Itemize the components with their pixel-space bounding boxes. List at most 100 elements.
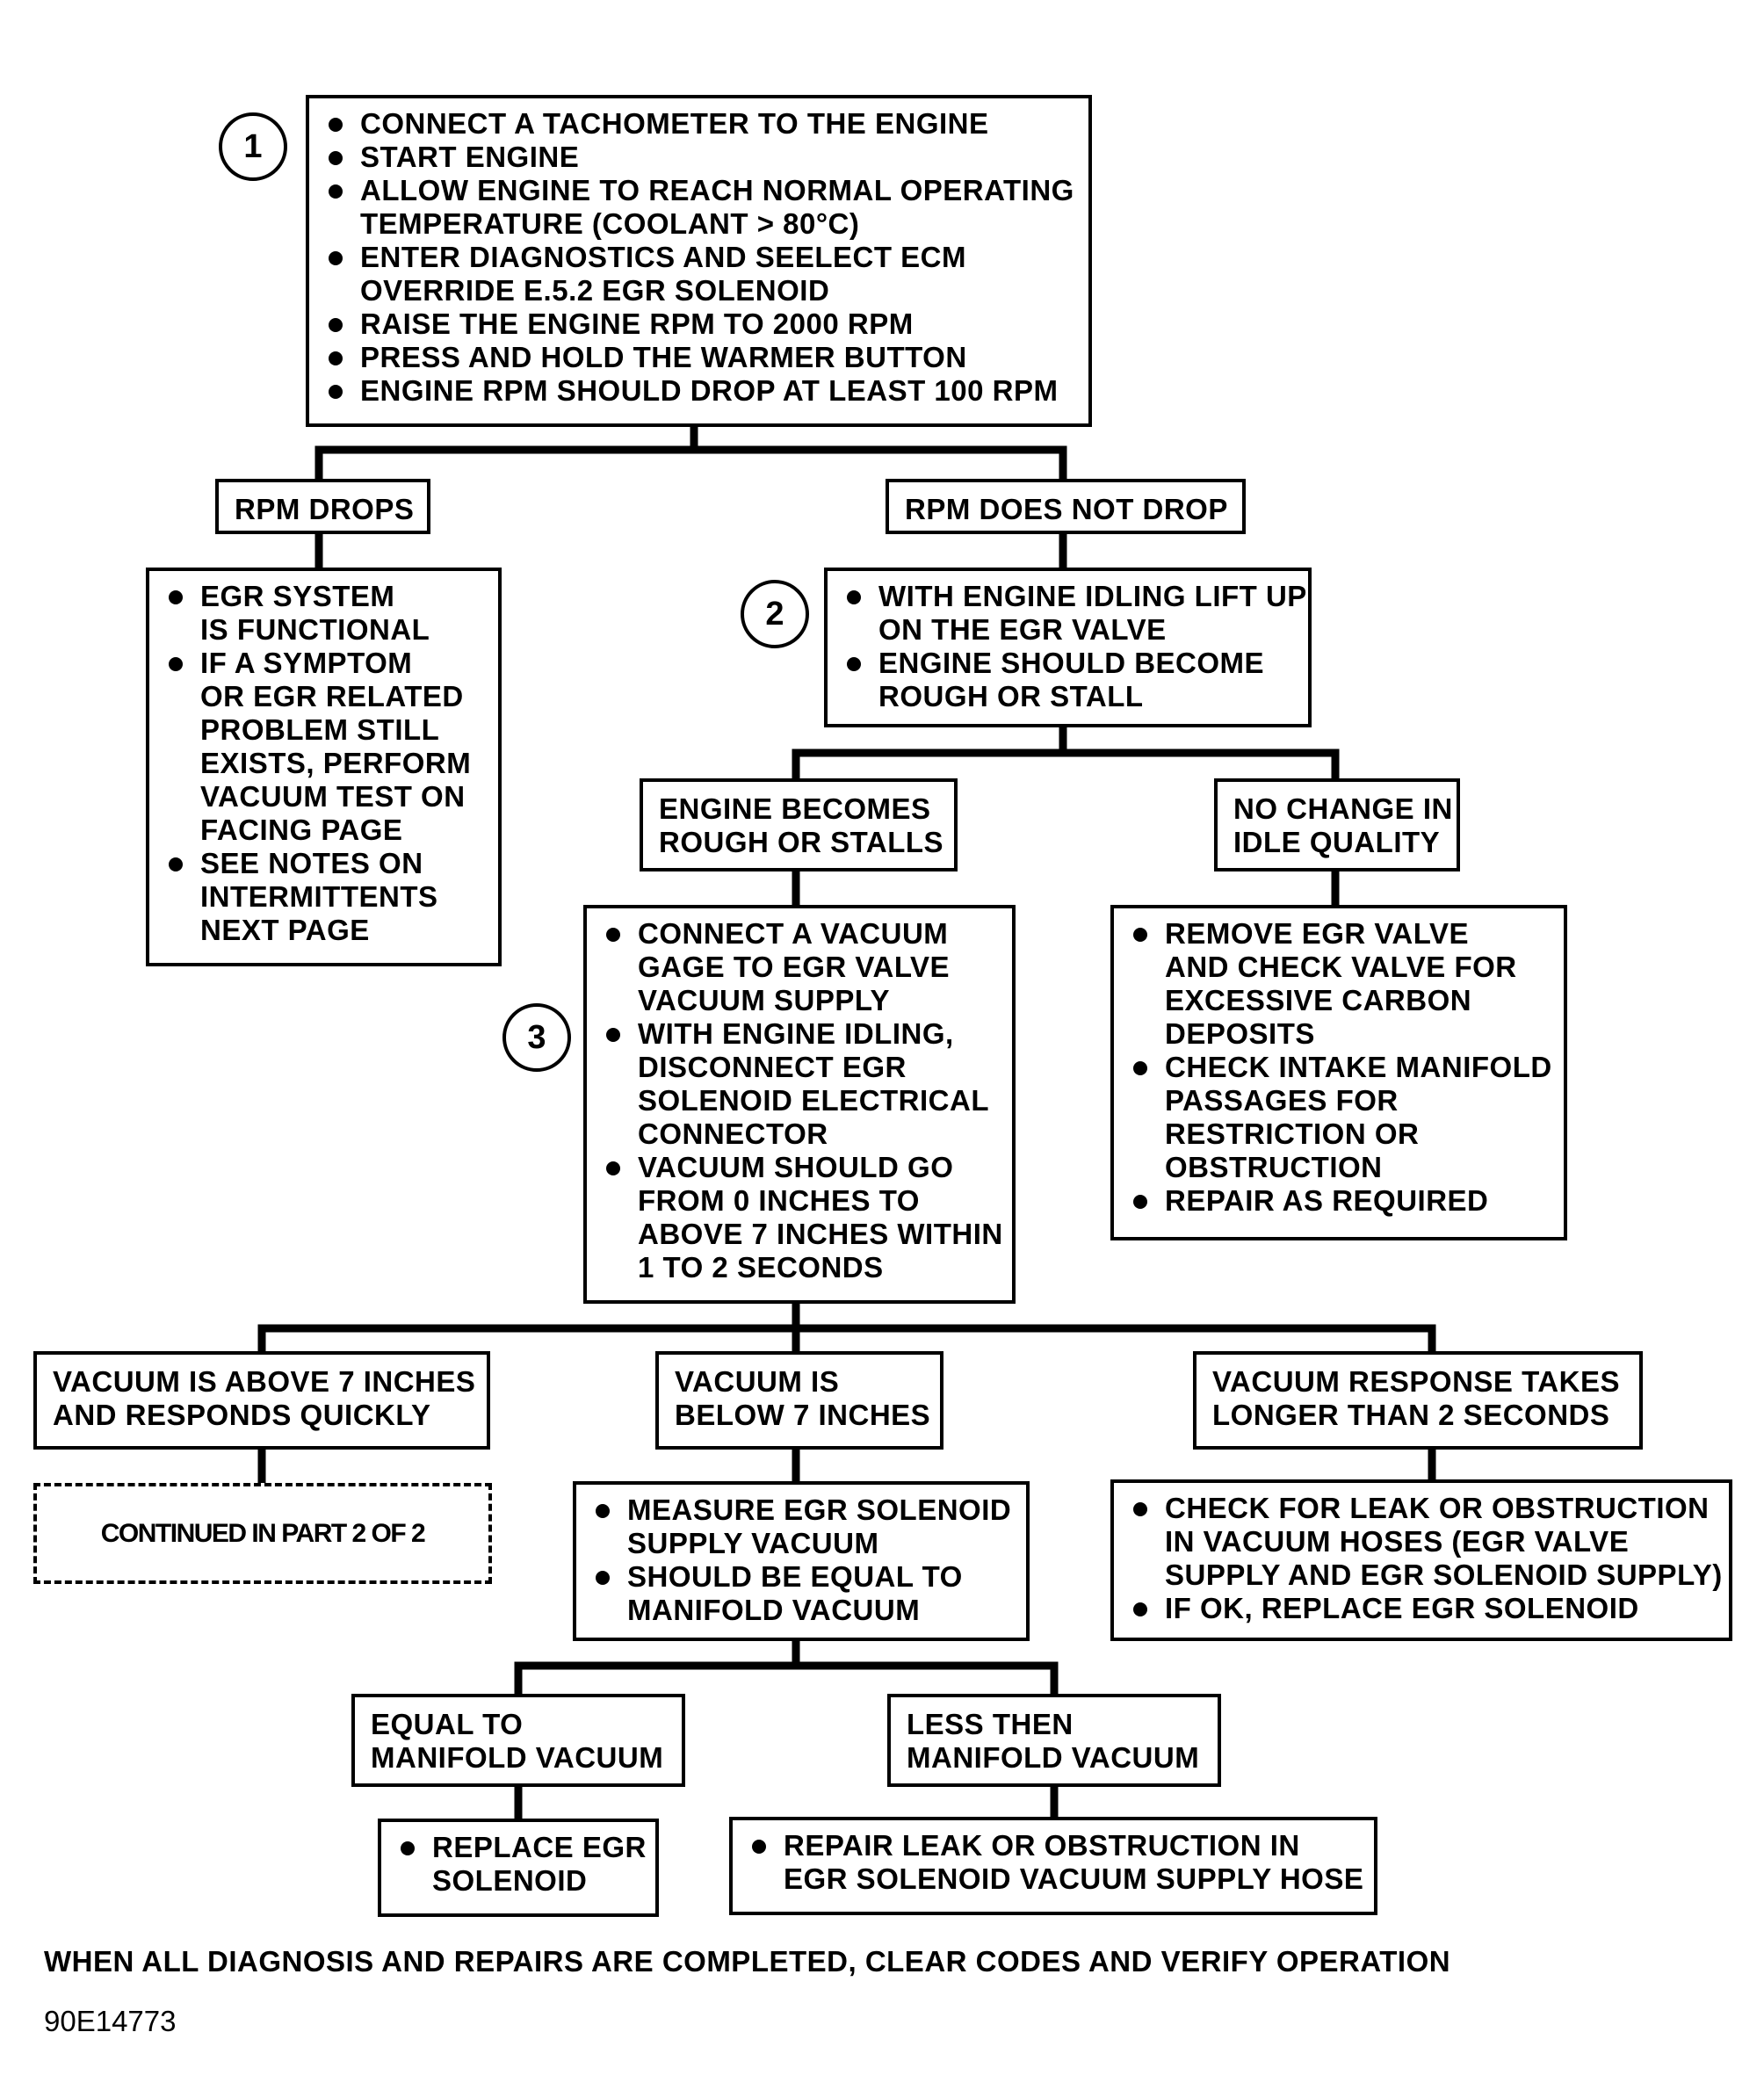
bullet-line: IF A SYMPTOM bbox=[200, 647, 413, 679]
bullet-line: SUPPLY AND EGR SOLENOID SUPPLY) bbox=[1165, 1558, 1723, 1591]
bullet-line: FROM 0 INCHES TO bbox=[638, 1184, 920, 1217]
box-label-line: VACUUM IS ABOVE 7 INCHES bbox=[53, 1365, 476, 1398]
bullet-line: GAGE TO EGR VALVE bbox=[638, 951, 951, 983]
bullet-line: RAISE THE ENGINE RPM TO 2000 RPM bbox=[360, 307, 914, 340]
bullet-item: ENGINE RPM SHOULD DROP AT LEAST 100 RPM bbox=[323, 374, 1080, 408]
bullet-line: CHECK INTAKE MANIFOLD bbox=[1165, 1051, 1552, 1083]
bullet-line: EXCESSIVE CARBON bbox=[1165, 984, 1472, 1016]
bullet-line: OR EGR RELATED bbox=[200, 680, 464, 712]
figure-code: 90E14773 bbox=[44, 2005, 177, 2037]
bullet-line: EGR SYSTEM bbox=[200, 580, 395, 612]
bullet-line: SOLENOID bbox=[432, 1864, 588, 1897]
bullet-line: DEPOSITS bbox=[1165, 1017, 1315, 1050]
rpm-not-drop-box: RPM DOES NOT DROP bbox=[886, 479, 1246, 534]
bullet-line: 1 TO 2 SECONDS bbox=[638, 1251, 884, 1284]
bullet-line: PASSAGES FOR bbox=[1165, 1084, 1399, 1117]
step-1-marker: 1 bbox=[219, 112, 287, 181]
bullet-line: ENTER DIAGNOSTICS AND SEELECT ECM bbox=[360, 241, 966, 273]
bullet-line: REMOVE EGR VALVE bbox=[1165, 917, 1469, 950]
bullet-line: CONNECT A TACHOMETER TO THE ENGINE bbox=[360, 107, 989, 140]
bullet-line: ENGINE SHOULD BECOME bbox=[878, 647, 1265, 679]
rpm-drops-box: RPM DROPS bbox=[215, 479, 430, 534]
bullet-item: START ENGINE bbox=[323, 141, 1080, 174]
bullet-line: OVERRIDE E.5.2 EGR SOLENOID bbox=[360, 274, 830, 307]
bullet-item: REPAIR AS REQUIRED bbox=[1128, 1184, 1555, 1218]
bullet-line: RESTRICTION OR bbox=[1165, 1117, 1420, 1150]
bullet-line: INTERMITTENTS bbox=[200, 880, 438, 913]
bullet-line: WITH ENGINE IDLING LIFT UP bbox=[878, 580, 1307, 612]
bullet-line: START ENGINE bbox=[360, 141, 580, 173]
bullet-line: VACUUM SUPPLY bbox=[638, 984, 891, 1016]
bullet-line: ABOVE 7 INCHES WITHIN bbox=[638, 1218, 1003, 1250]
bullet-item: PRESS AND HOLD THE WARMER BUTTON bbox=[323, 341, 1080, 374]
bullet-line: CHECK FOR LEAK OR OBSTRUCTION bbox=[1165, 1492, 1710, 1524]
bullet-line: OBSTRUCTION bbox=[1165, 1151, 1383, 1183]
bullet-line: REPAIR LEAK OR OBSTRUCTION IN bbox=[784, 1829, 1300, 1862]
box-label-line: RPM DROPS bbox=[235, 493, 415, 525]
bullet-line: TEMPERATURE (COOLANT > 80°C) bbox=[360, 207, 860, 240]
bullet-line: IF OK, REPLACE EGR SOLENOID bbox=[1165, 1592, 1639, 1624]
bullet-line: SOLENOID ELECTRICAL bbox=[638, 1084, 990, 1117]
bullet-item: CONNECT A TACHOMETER TO THE ENGINE bbox=[323, 107, 1080, 141]
bullet-line: DISCONNECT EGR bbox=[638, 1051, 907, 1083]
box-label-line: NO CHANGE IN bbox=[1233, 792, 1453, 825]
bullet-line: ON THE EGR VALVE bbox=[878, 613, 1167, 646]
step-2-marker: 2 bbox=[741, 580, 809, 648]
bullet-line: IN VACUUM HOSES (EGR VALVE bbox=[1165, 1525, 1630, 1558]
bullet-line: SUPPLY VACUUM bbox=[627, 1527, 879, 1559]
bullet-line: VACUUM TEST ON bbox=[200, 780, 466, 813]
bullet-line: ENGINE RPM SHOULD DROP AT LEAST 100 RPM bbox=[360, 374, 1059, 407]
bullet-line: ROUGH OR STALL bbox=[878, 680, 1144, 712]
box-label-line: ROUGH OR STALLS bbox=[659, 826, 944, 858]
bullet-item: IF OK, REPLACE EGR SOLENOID bbox=[1128, 1592, 1720, 1625]
bullet-line: MEASURE EGR SOLENOID bbox=[627, 1493, 1012, 1526]
box-label-line: LONGER THAN 2 SECONDS bbox=[1212, 1399, 1610, 1431]
bullet-line: EGR SOLENOID VACUUM SUPPLY HOSE bbox=[784, 1862, 1364, 1895]
bullet-line: IS FUNCTIONAL bbox=[200, 613, 430, 646]
box-label-line: MANIFOLD VACUUM bbox=[371, 1741, 664, 1774]
box-label-line: BELOW 7 INCHES bbox=[675, 1399, 931, 1431]
bullet-line: MANIFOLD VACUUM bbox=[627, 1594, 921, 1626]
bullet-line: VACUUM SHOULD GO bbox=[638, 1151, 954, 1183]
box-label-line: LESS THEN bbox=[907, 1708, 1074, 1740]
box-label-line: ENGINE BECOMES bbox=[659, 792, 931, 825]
bullet-item: RAISE THE ENGINE RPM TO 2000 RPM bbox=[323, 307, 1080, 341]
box-label-line: AND RESPONDS QUICKLY bbox=[53, 1399, 431, 1431]
box-label-line: RPM DOES NOT DROP bbox=[905, 493, 1228, 525]
bullet-line: PROBLEM STILL bbox=[200, 713, 440, 746]
bullet-line: NEXT PAGE bbox=[200, 914, 370, 946]
box-label-line: VACUUM IS bbox=[675, 1365, 840, 1398]
bullet-line: CONNECT A VACUUM bbox=[638, 917, 949, 950]
bullet-line: SHOULD BE EQUAL TO bbox=[627, 1560, 963, 1593]
bullet-line: FACING PAGE bbox=[200, 814, 403, 846]
bullet-line: REPAIR AS REQUIRED bbox=[1165, 1184, 1489, 1217]
step-3-marker: 3 bbox=[502, 1003, 571, 1072]
